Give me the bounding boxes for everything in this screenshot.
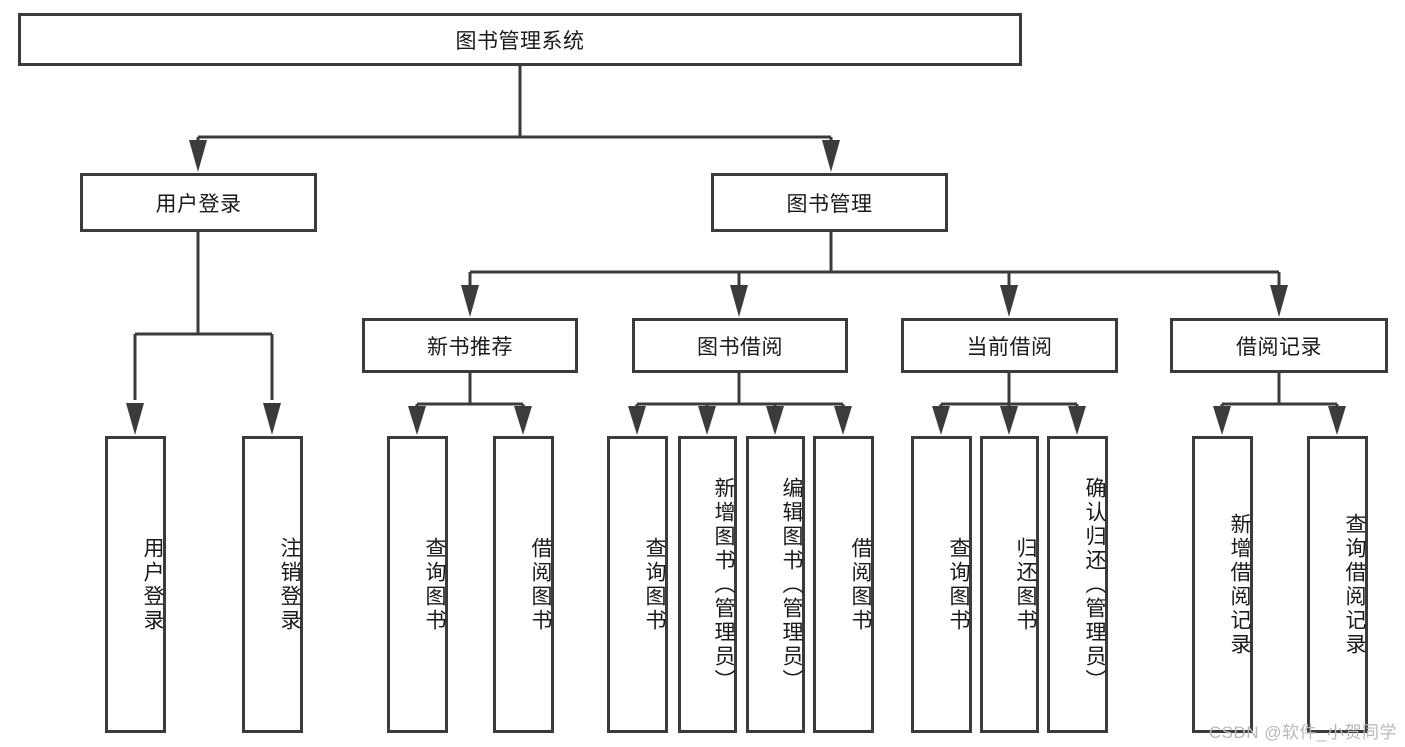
- node-leaf-borrow-add-book[interactable]: 新增图书（管理员）: [678, 436, 737, 733]
- node-root[interactable]: 图书管理系统: [18, 13, 1022, 66]
- node-leaf-borrow-edit-book-label: 编辑图书（管理员）: [780, 476, 803, 693]
- node-leaf-record-add-label: 新增借阅记录: [1228, 512, 1251, 657]
- arrow-leaf-user-logout: [263, 403, 281, 435]
- node-leaf-user-logout[interactable]: 注销登录: [242, 436, 303, 733]
- node-leaf-rec-borrow-book[interactable]: 借阅图书: [493, 436, 554, 733]
- arrow-leaf-rec-borrow-book: [514, 406, 532, 435]
- node-leaf-borrow-add-book-label: 新增图书（管理员）: [712, 476, 735, 693]
- arrow-leaf-borrow-add-book: [698, 406, 716, 435]
- node-new-book-recommend[interactable]: 新书推荐: [362, 318, 578, 373]
- node-borrow-record-label: 借阅记录: [1236, 335, 1322, 359]
- node-leaf-current-query-book[interactable]: 查询图书: [911, 436, 972, 733]
- arrow-leaf-borrow-borrow-book: [834, 406, 852, 435]
- node-book-manage-label: 图书管理: [786, 192, 873, 216]
- arrow-leaf-current-confirm-return: [1068, 406, 1086, 435]
- node-leaf-current-return-book[interactable]: 归还图书: [980, 436, 1039, 733]
- arrow-leaf-borrow-query-book: [628, 406, 646, 435]
- arrow-to-user-login: [189, 140, 207, 172]
- node-leaf-rec-query-book-label: 查询图书: [423, 536, 446, 633]
- node-leaf-current-return-book-label: 归还图书: [1014, 536, 1037, 633]
- node-leaf-borrow-query-book-label: 查询图书: [643, 536, 666, 633]
- node-new-book-recommend-label: 新书推荐: [427, 335, 513, 359]
- node-book-borrow-label: 图书借阅: [697, 335, 783, 359]
- node-book-manage[interactable]: 图书管理: [711, 173, 948, 232]
- arrow-to-current-borrow: [1000, 285, 1018, 317]
- node-leaf-current-query-book-label: 查询图书: [947, 536, 970, 633]
- arrow-to-new-book-recommend: [461, 285, 479, 317]
- node-leaf-user-login-label: 用户登录: [141, 536, 164, 633]
- node-leaf-rec-query-book[interactable]: 查询图书: [387, 436, 448, 733]
- node-leaf-borrow-borrow-book-label: 借阅图书: [849, 536, 872, 633]
- node-user-login[interactable]: 用户登录: [80, 173, 317, 232]
- node-book-borrow[interactable]: 图书借阅: [632, 318, 848, 373]
- arrow-leaf-borrow-edit-book: [766, 406, 784, 435]
- arrow-leaf-record-add: [1213, 406, 1231, 435]
- arrow-to-book-borrow: [730, 285, 748, 317]
- node-leaf-record-add[interactable]: 新增借阅记录: [1192, 436, 1253, 733]
- watermark-text: CSDN @软件_小贺同学: [1208, 723, 1397, 742]
- arrow-leaf-current-return-book: [1000, 406, 1018, 435]
- node-leaf-record-query-label: 查询借阅记录: [1343, 512, 1366, 657]
- arrow-leaf-record-query: [1328, 406, 1346, 435]
- node-borrow-record[interactable]: 借阅记录: [1170, 318, 1388, 373]
- node-user-login-label: 用户登录: [155, 192, 242, 216]
- node-current-borrow[interactable]: 当前借阅: [901, 318, 1118, 373]
- node-leaf-current-confirm-return-label: 确认归还（管理员）: [1083, 476, 1106, 693]
- arrow-leaf-rec-query-book: [408, 406, 426, 435]
- node-leaf-record-query[interactable]: 查询借阅记录: [1307, 436, 1368, 733]
- arrow-leaf-user-login: [126, 403, 144, 435]
- node-leaf-borrow-borrow-book[interactable]: 借阅图书: [813, 436, 874, 733]
- node-leaf-user-login[interactable]: 用户登录: [105, 436, 166, 733]
- node-leaf-borrow-query-book[interactable]: 查询图书: [607, 436, 668, 733]
- node-leaf-rec-borrow-book-label: 借阅图书: [529, 536, 552, 633]
- arrow-to-book-manage: [822, 140, 840, 172]
- node-root-label: 图书管理系统: [455, 29, 585, 53]
- arrow-leaf-current-query-book: [932, 406, 950, 435]
- arrow-to-borrow-record: [1270, 285, 1288, 317]
- node-current-borrow-label: 当前借阅: [966, 335, 1053, 359]
- node-leaf-user-logout-label: 注销登录: [278, 536, 301, 633]
- node-leaf-current-confirm-return[interactable]: 确认归还（管理员）: [1047, 436, 1108, 733]
- node-leaf-borrow-edit-book[interactable]: 编辑图书（管理员）: [746, 436, 805, 733]
